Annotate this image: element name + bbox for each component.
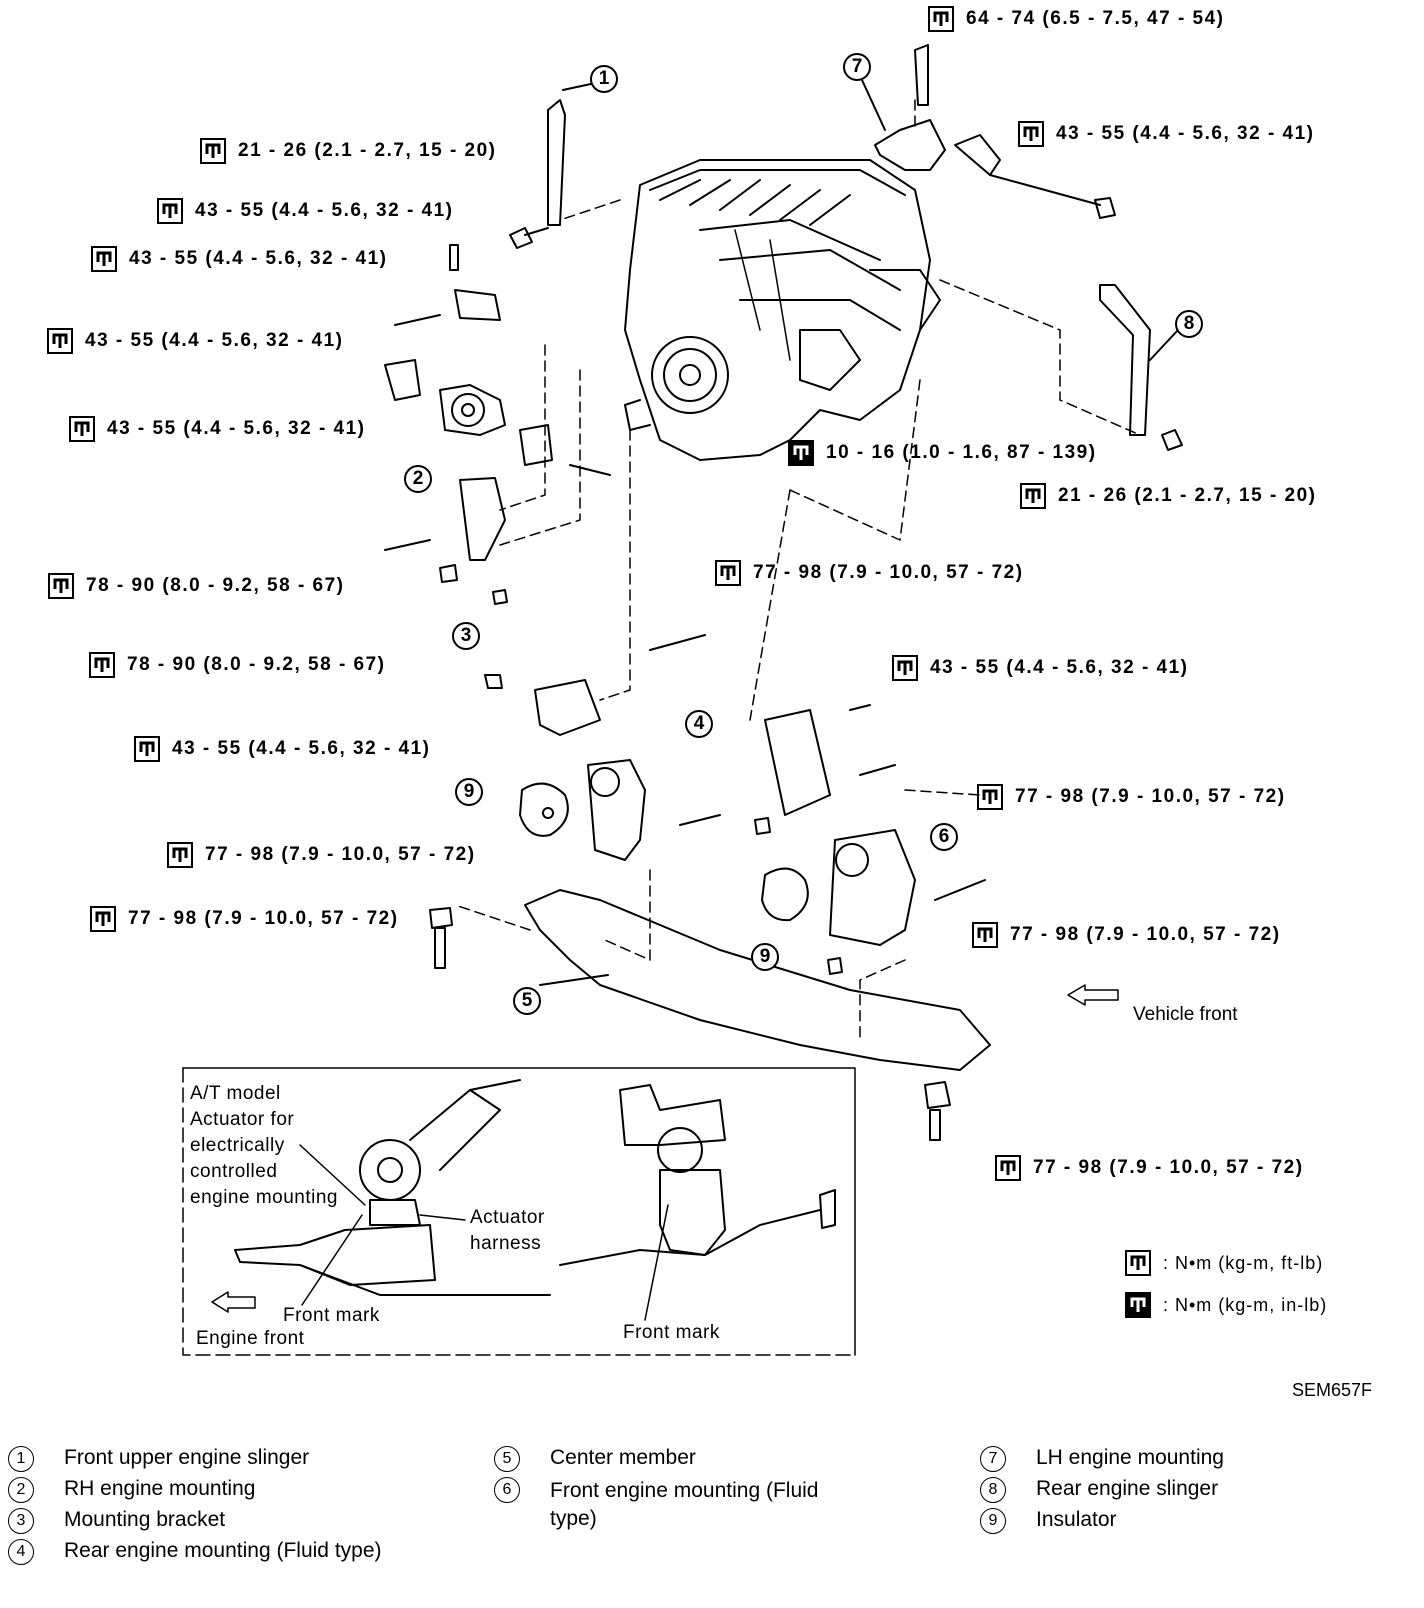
- torque-spec: 77 - 98 (7.9 - 10.0, 57 - 72): [90, 906, 399, 932]
- vehicle-front-arrow: [1067, 984, 1119, 1006]
- actuator-label: Actuator for electrically controlled eng…: [190, 1109, 338, 1208]
- callout-9: 9: [751, 943, 779, 971]
- alignment-lines: [454, 99, 1141, 1041]
- callout-8: 8: [1175, 310, 1203, 338]
- callout-1: 1: [590, 65, 618, 93]
- torque-spec: 77 - 98 (7.9 - 10.0, 57 - 72): [995, 1155, 1304, 1181]
- units-key-ftlb: : N•m (kg-m, ft-lb): [1125, 1250, 1323, 1276]
- torque-icon: [90, 906, 116, 932]
- legend-item: 9 Insulator: [980, 1508, 1400, 1538]
- torque-icon: [48, 573, 74, 599]
- legend-item: 1 Front upper engine slinger: [8, 1446, 468, 1476]
- torque-icon: [1020, 483, 1046, 509]
- torque-spec: 77 - 98 (7.9 - 10.0, 57 - 72): [715, 560, 1024, 586]
- torque-icon: [200, 138, 226, 164]
- torque-spec: 43 - 55 (4.4 - 5.6, 32 - 41): [134, 736, 431, 762]
- torque-spec: 43 - 55 (4.4 - 5.6, 32 - 41): [892, 655, 1189, 681]
- torque-spec: 43 - 55 (4.4 - 5.6, 32 - 41): [157, 198, 454, 224]
- torque-spec: 64 - 74 (6.5 - 7.5, 47 - 54): [928, 6, 1225, 32]
- torque-icon: [977, 784, 1003, 810]
- torque-icon: [134, 736, 160, 762]
- units-key-inlb: : N•m (kg-m, in-lb): [1125, 1292, 1327, 1318]
- rear-engine-mounting: [484, 634, 721, 861]
- torque-spec: 78 - 90 (8.0 - 9.2, 58 - 67): [89, 652, 386, 678]
- engine-assembly: [624, 159, 941, 461]
- legend-item: 2 RH engine mounting: [8, 1477, 468, 1507]
- inset-model-label: A/T model: [190, 1083, 281, 1104]
- torque-spec: 77 - 98 (7.9 - 10.0, 57 - 72): [167, 842, 476, 868]
- callout-5: 5: [513, 987, 541, 1015]
- torque-spec: 21 - 26 (2.1 - 2.7, 15 - 20): [200, 138, 497, 164]
- torque-icon: [167, 842, 193, 868]
- callout-4: 4: [685, 710, 713, 738]
- callout-7: 7: [843, 53, 871, 81]
- figure-id: SEM657F: [1292, 1380, 1373, 1400]
- torque-icon: [715, 560, 741, 586]
- callout-2: 2: [404, 465, 432, 493]
- front-upper-engine-slinger: [547, 99, 566, 226]
- torque-spec: 78 - 90 (8.0 - 9.2, 58 - 67): [48, 573, 345, 599]
- torque-icon: [91, 246, 117, 272]
- torque-spec: 77 - 98 (7.9 - 10.0, 57 - 72): [977, 784, 1286, 810]
- engine-front-label: Engine front: [196, 1328, 305, 1349]
- torque-inlb-icon: [788, 440, 814, 466]
- legend-item: 8 Rear engine slinger: [980, 1477, 1400, 1507]
- at-model-inset: [182, 1067, 856, 1356]
- rh-engine-mounting: [384, 244, 611, 476]
- center-member: [524, 889, 991, 1071]
- torque-icon: [1018, 121, 1044, 147]
- torque-spec: 43 - 55 (4.4 - 5.6, 32 - 41): [91, 246, 388, 272]
- torque-icon: [1125, 1250, 1151, 1276]
- torque-spec: 43 - 55 (4.4 - 5.6, 32 - 41): [69, 416, 366, 442]
- legend-item: 6 Front engine mounting (Fluid type): [494, 1477, 864, 1537]
- torque-spec: 77 - 98 (7.9 - 10.0, 57 - 72): [972, 922, 1281, 948]
- torque-icon: [972, 922, 998, 948]
- torque-spec: 43 - 55 (4.4 - 5.6, 32 - 41): [1018, 121, 1315, 147]
- torque-icon: [69, 416, 95, 442]
- front-engine-mounting: [754, 704, 986, 975]
- lh-engine-mounting: [874, 119, 946, 171]
- torque-spec: 10 - 16 (1.0 - 1.6, 87 - 139): [788, 440, 1097, 466]
- torque-icon: [928, 6, 954, 32]
- mounting-bracket: [459, 477, 506, 561]
- legend-item: 3 Mounting bracket: [8, 1508, 468, 1538]
- rear-engine-slinger: [1099, 284, 1151, 436]
- torque-icon: [89, 652, 115, 678]
- front-mark-label: Front mark: [623, 1322, 720, 1343]
- torque-spec: 43 - 55 (4.4 - 5.6, 32 - 41): [47, 328, 344, 354]
- legend-item: 5 Center member: [494, 1446, 894, 1476]
- torque-icon: [892, 655, 918, 681]
- callout-9: 9: [455, 778, 483, 806]
- torque-spec: 21 - 26 (2.1 - 2.7, 15 - 20): [1020, 483, 1317, 509]
- vehicle-front-label: Vehicle front: [1133, 1004, 1238, 1025]
- front-mark-label: Front mark: [283, 1305, 380, 1326]
- callout-3: 3: [452, 622, 480, 650]
- torque-icon: [157, 198, 183, 224]
- legend-item: 7 LH engine mounting: [980, 1446, 1400, 1476]
- legend-item: 4 Rear engine mounting (Fluid type): [8, 1539, 468, 1569]
- torque-icon: [995, 1155, 1021, 1181]
- callout-6: 6: [930, 823, 958, 851]
- torque-inlb-icon: [1125, 1292, 1151, 1318]
- torque-icon: [47, 328, 73, 354]
- actuator-harness-label: Actuator harness: [470, 1207, 545, 1254]
